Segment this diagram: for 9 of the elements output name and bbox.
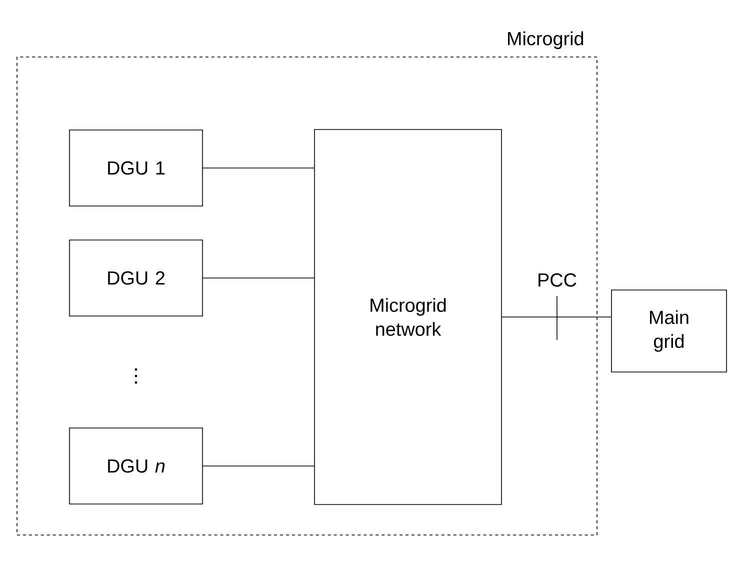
ellipsis: ⋮: [135, 368, 137, 384]
node-label: Microgrid: [508, 31, 584, 50]
grid-box: Main grid: [611, 290, 727, 372]
pcc-label: PCC: [538, 273, 576, 287]
network-box: Microgrid network: [314, 129, 502, 505]
unit-box: DGU 1: [69, 130, 203, 206]
unit-box: DGU n: [69, 428, 203, 504]
unit-box: DGU 2: [69, 240, 203, 316]
connection-line: [502, 316, 612, 318]
